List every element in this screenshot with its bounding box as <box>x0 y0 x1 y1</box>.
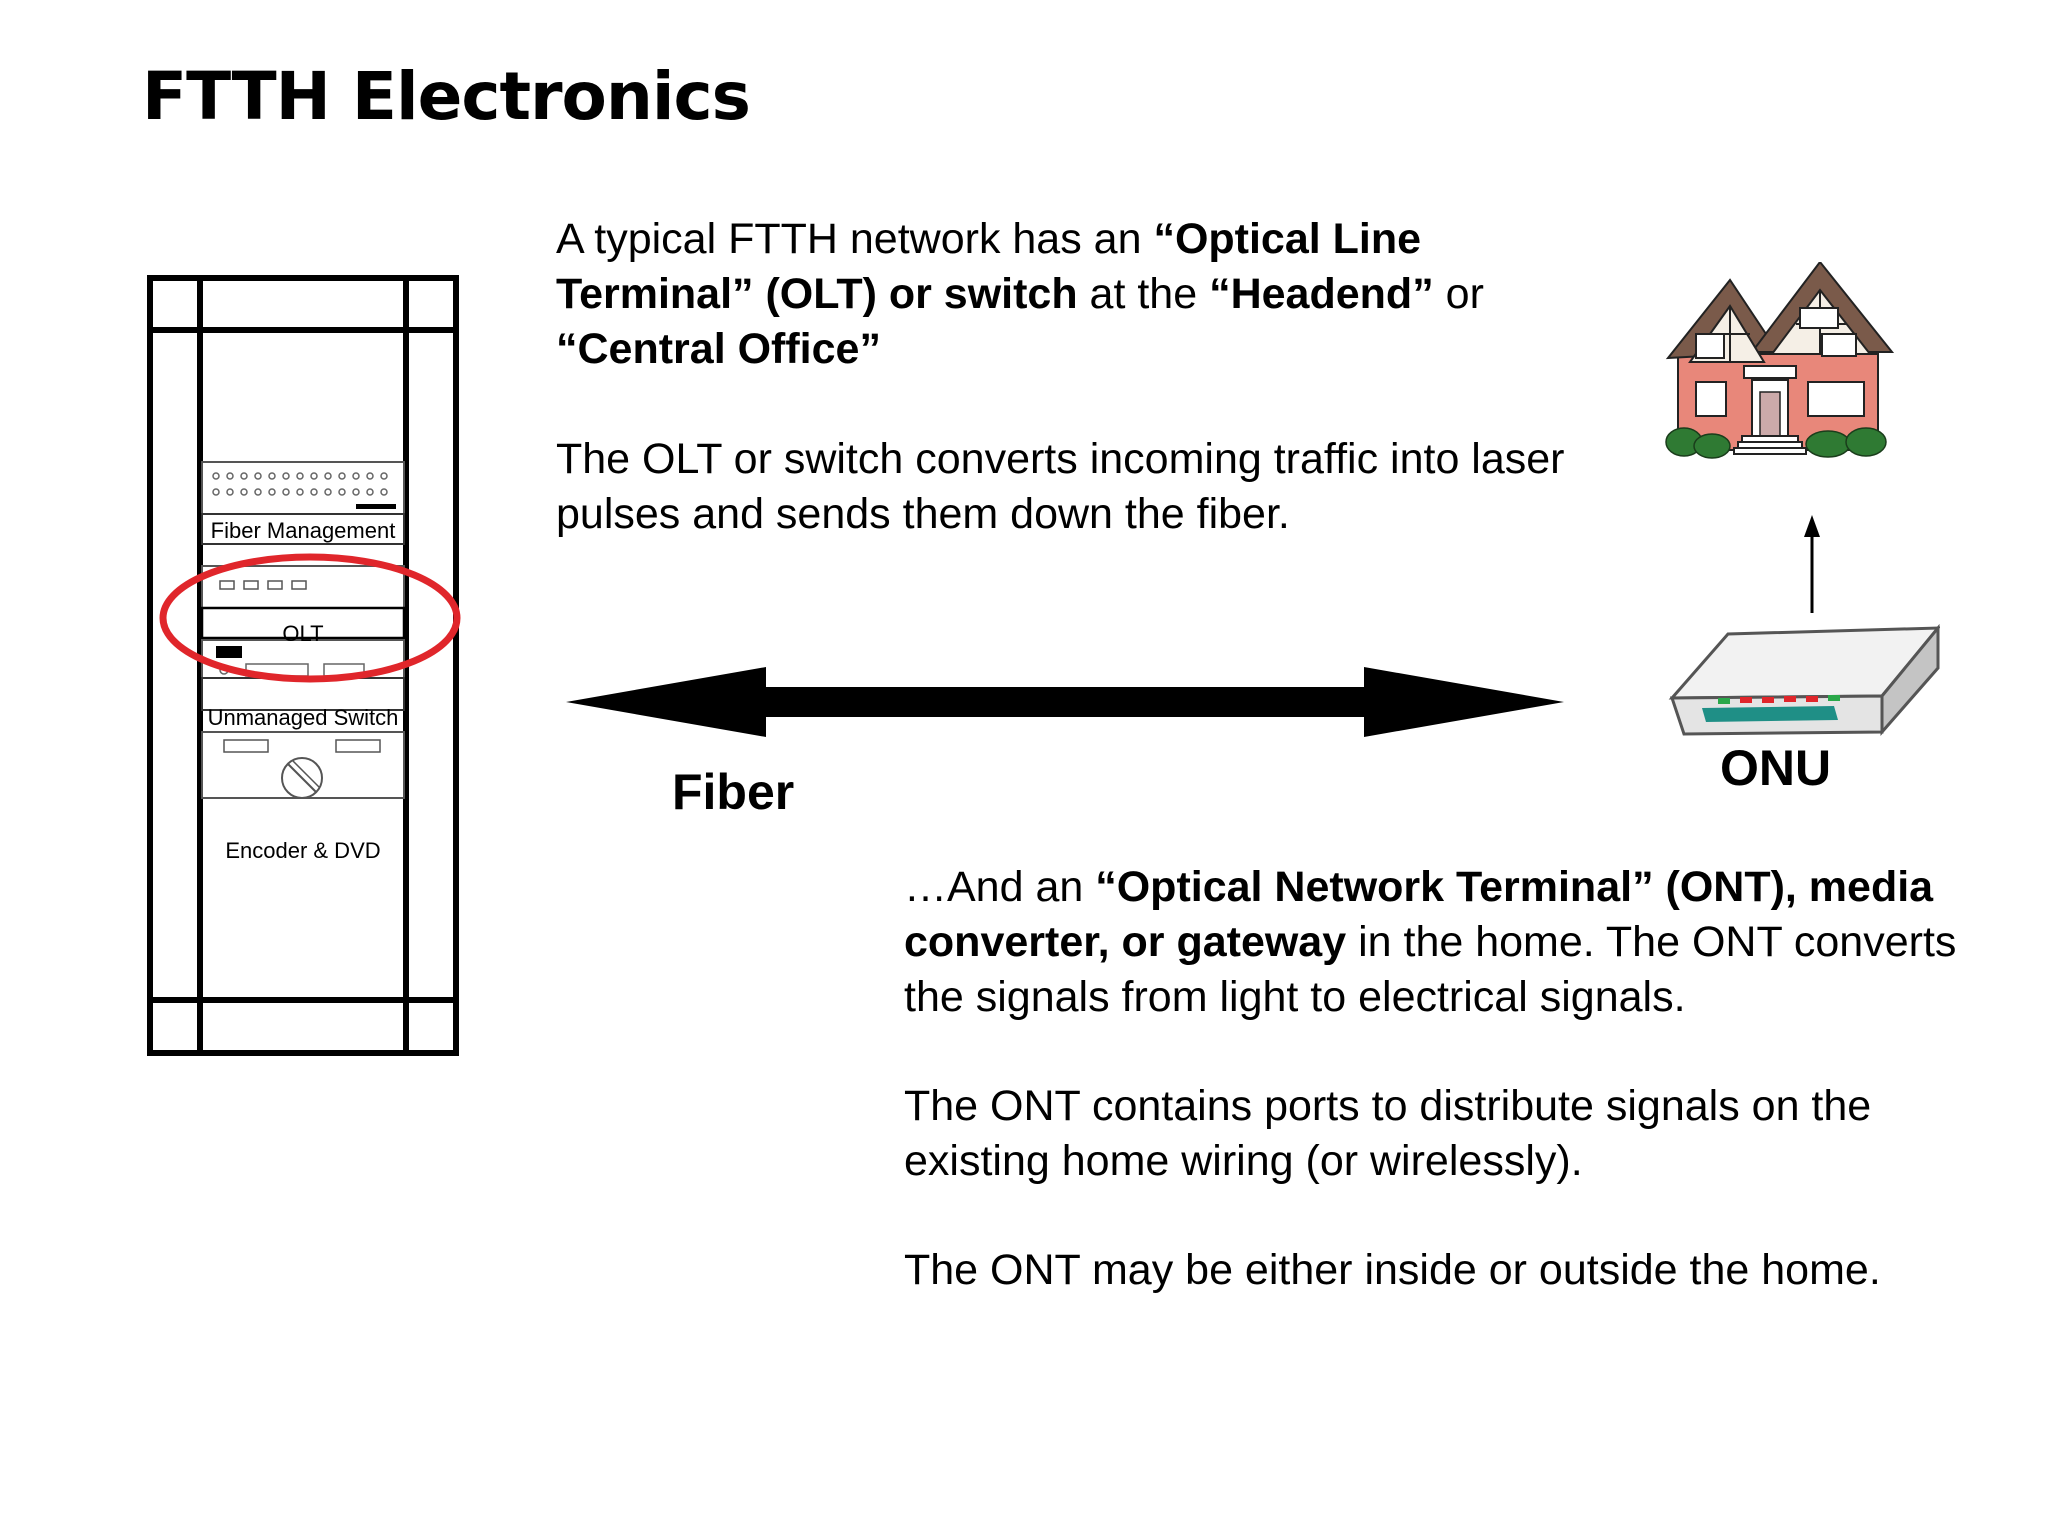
intro-text-1: A typical FTTH network has an <box>556 215 1154 263</box>
unmanaged-switch-unit <box>201 639 405 711</box>
up-arrow-icon <box>1804 515 1820 613</box>
double-arrow-icon <box>566 667 1564 737</box>
encoder-dvd-unit <box>201 731 405 799</box>
fiber-management-label: Fiber Management <box>210 518 396 543</box>
olt-unit <box>200 565 406 640</box>
intro-paragraph-laser: The OLT or switch converts incoming traf… <box>556 435 1565 538</box>
onu-device-icon <box>1668 623 1940 736</box>
encoder-dvd-label: Encoder & DVD <box>225 838 381 863</box>
page-title: FTTH Electronics <box>142 58 751 135</box>
olt-highlight-ring <box>159 553 461 683</box>
fiber-label: Fiber <box>672 764 795 820</box>
house-icon <box>1665 262 1895 459</box>
ont-text-1: …And an <box>904 863 1096 911</box>
intro-text-3: or <box>1433 270 1484 318</box>
unmanaged-switch-label: Unmanaged Switch <box>207 705 399 730</box>
intro-bold-central-office: “Central Office” <box>556 325 881 373</box>
onu-label: ONU <box>1720 740 1832 796</box>
ont-location-paragraph: The ONT may be either inside or outside … <box>904 1246 1881 1294</box>
ont-paragraph: …And an “Optical Network Terminal” (ONT)… <box>904 860 2024 1025</box>
intro-paragraph-olt: A typical FTTH network has an “Optical L… <box>556 212 1556 377</box>
ont-bold-terminal: “Optical Network Terminal” (ONT), media … <box>904 863 1934 966</box>
equipment-rack-icon <box>147 275 461 1056</box>
intro-text-2: at the <box>1077 270 1210 318</box>
olt-label: OLT <box>282 621 324 646</box>
intro-bold-olt: “Optical Line Terminal” (OLT) or switch <box>556 215 1422 318</box>
intro-bold-headend: “Headend” <box>1209 270 1434 318</box>
fiber-management-panel <box>201 461 405 545</box>
ont-text-2: in the home. The ONT converts the signal… <box>904 918 1957 1021</box>
ont-ports-paragraph: The ONT contains ports to distribute sig… <box>904 1082 1872 1185</box>
